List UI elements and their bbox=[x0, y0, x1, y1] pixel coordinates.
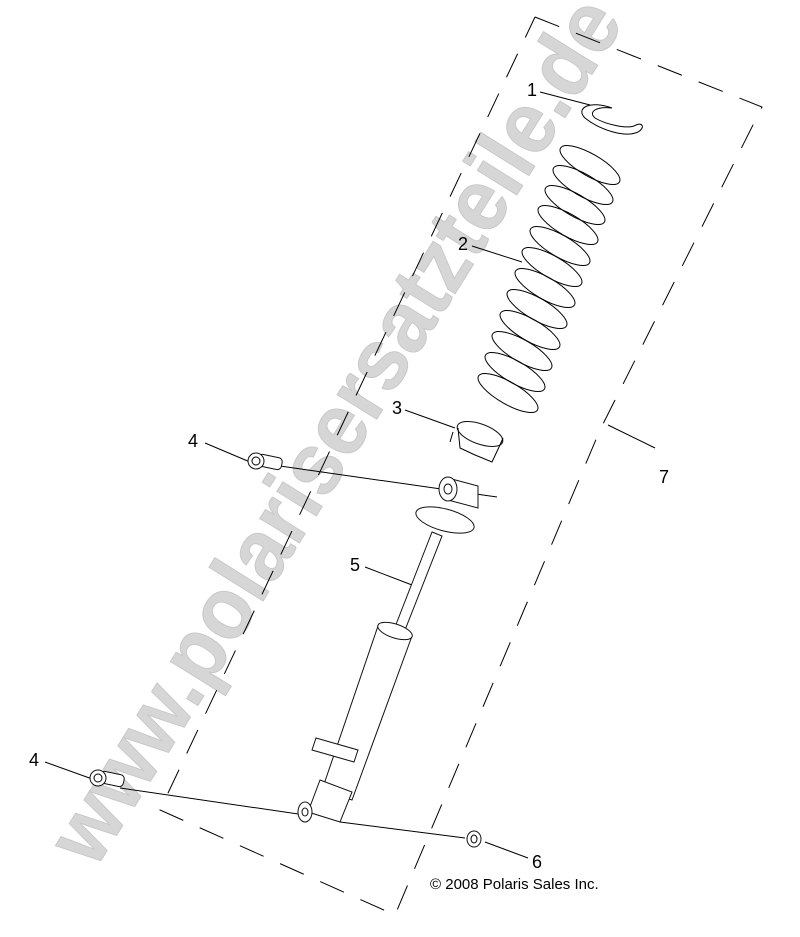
part-shock-absorber[interactable] bbox=[297, 531, 443, 823]
copyright-notice: © 2008 Polaris Sales Inc. bbox=[430, 876, 599, 893]
part-spring-seat[interactable] bbox=[449, 416, 506, 463]
copyright-text: 2008 Polaris Sales Inc. bbox=[445, 876, 599, 893]
callout-4-upper: 4 bbox=[188, 431, 199, 451]
part-nut[interactable] bbox=[466, 830, 482, 848]
part-bolt-upper[interactable] bbox=[247, 452, 283, 471]
callout-5: 5 bbox=[350, 555, 361, 575]
part-retainer-clip[interactable] bbox=[581, 104, 643, 135]
part-upper-eye[interactable] bbox=[413, 476, 479, 538]
callout-4-lower: 4 bbox=[29, 750, 40, 770]
leader-lines bbox=[44, 91, 656, 859]
callout-1: 1 bbox=[527, 80, 538, 100]
callout-7: 7 bbox=[659, 467, 670, 487]
callout-3: 3 bbox=[392, 398, 403, 418]
part-bolt-lower[interactable] bbox=[89, 769, 125, 788]
callout-6: 6 bbox=[532, 852, 543, 872]
copyright-symbol: © bbox=[430, 876, 442, 893]
part-coil-spring[interactable] bbox=[473, 138, 625, 419]
callout-2: 2 bbox=[458, 234, 469, 254]
